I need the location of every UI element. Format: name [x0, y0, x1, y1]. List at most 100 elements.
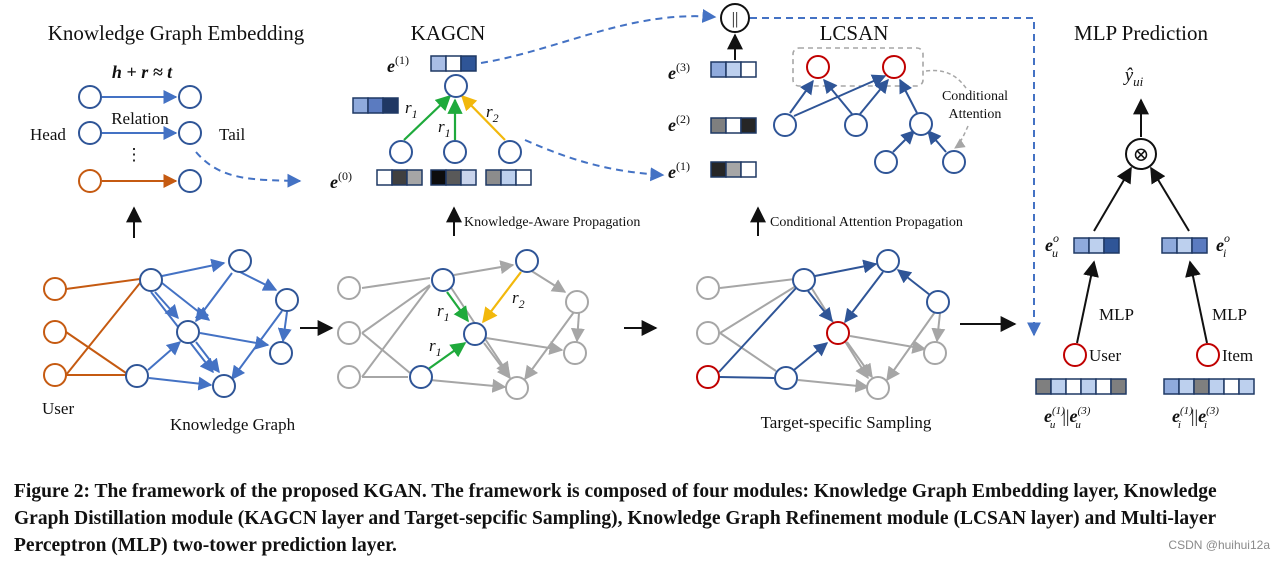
gray-edge: [719, 332, 777, 372]
lcsan-node: [773, 113, 797, 137]
kg-edge: [147, 341, 182, 371]
lcsan-vectors: e(3) e(2) e(1): [668, 60, 757, 182]
vector-cell: [740, 61, 757, 78]
r1-label: r1: [437, 301, 450, 324]
lcsan-edge: [793, 74, 887, 117]
kge-node: [78, 85, 102, 109]
r1-label: r1: [405, 98, 418, 121]
gray-edge: [719, 278, 796, 289]
concat-circle: [720, 3, 750, 33]
lcsan-node: [909, 112, 933, 136]
vector-cell: [1163, 378, 1180, 395]
kg-node: [409, 365, 433, 389]
kge-node: [178, 169, 202, 193]
kg-node: [275, 288, 299, 312]
kg-edge: [148, 376, 213, 391]
target-sampling-label: Target-specific Sampling: [761, 413, 932, 432]
kge-node: [178, 121, 202, 145]
kg-node: [463, 322, 487, 346]
lcsan-e3-label: e(3): [668, 60, 690, 83]
mlp-item-node: [1196, 343, 1220, 367]
user-label: User: [42, 399, 74, 418]
kg-edge: [277, 311, 292, 343]
user-node: [43, 277, 67, 301]
item-concat-label: e(1)i||e(3)i: [1172, 405, 1219, 431]
mlp-left-arrow: [1093, 166, 1132, 232]
lcsan-node: [942, 150, 966, 174]
vector-cell: [460, 55, 477, 72]
vector-cell: [430, 169, 447, 186]
watermark: CSDN @huihui12a: [1168, 538, 1270, 552]
vector-cell: [406, 169, 423, 186]
lcsan-target-node: [882, 55, 906, 79]
vector-cell: [430, 55, 447, 72]
yellow-edge: [482, 271, 522, 324]
kge-node: [178, 85, 202, 109]
kg-node: [926, 290, 950, 314]
vector-cell: [740, 161, 757, 178]
kagcn-child-node: [498, 140, 522, 164]
kg-edge: [161, 258, 226, 277]
gray-edge: [524, 311, 575, 381]
gray-node: [696, 321, 720, 345]
kagcn-e1-label: e(1): [387, 53, 409, 76]
vector-cell: [1095, 378, 1112, 395]
user-node: [43, 320, 67, 344]
vector-cell: [725, 61, 742, 78]
kge-tail-label: Tail: [219, 125, 245, 144]
attention-dashed-line: [925, 69, 967, 89]
dashed-flow-kge-to-kagcn: [195, 151, 302, 188]
sampling-edge: [896, 269, 931, 296]
kagcn-child-node: [443, 140, 467, 164]
gray-node: [505, 376, 529, 400]
gray-edge: [453, 260, 515, 276]
mlp-right-label: MLP: [1212, 305, 1247, 324]
figure-caption: Figure 2: The framework of the proposed …: [14, 481, 1217, 556]
vector-cell: [740, 117, 757, 134]
r2-label: r2: [512, 288, 525, 311]
sampling-edge: [807, 290, 833, 323]
lcsan-edge: [892, 130, 915, 153]
concat-symbol: ||: [732, 9, 739, 28]
title-kagcn: KAGCN: [411, 21, 486, 45]
gray-node: [923, 341, 947, 365]
gray-node: [565, 290, 589, 314]
kg-node: [176, 320, 200, 344]
sampling-edge: [718, 376, 775, 379]
mlp-item-label: Item: [1222, 346, 1253, 365]
vector-cell: [725, 161, 742, 178]
vector-cell: [1103, 237, 1120, 254]
vector-cell: [485, 169, 502, 186]
conditional-attention-prop-label: Conditional Attention Propagation: [770, 215, 963, 230]
r2-label: r2: [486, 102, 499, 125]
vector-cell: [710, 161, 727, 178]
kge-dots: ⋮: [126, 145, 143, 164]
kge-node: [78, 121, 102, 145]
vector-cell: [460, 169, 477, 186]
gray-edge: [931, 312, 946, 343]
kagcn-root-node: [444, 74, 468, 98]
vector-cell: [1065, 378, 1082, 395]
gray-edge: [361, 332, 411, 374]
sampling-graph: Target-specific Sampling: [696, 249, 950, 432]
kg-node: [139, 268, 163, 292]
gray-edge: [483, 342, 511, 380]
mlp-item-arrow: [1185, 260, 1208, 344]
green-edge: [403, 94, 452, 141]
kg-node: [269, 341, 293, 365]
framework-diagram: Knowledge Graph Embedding KAGCN LCSAN ML…: [30, 3, 1255, 434]
kg-edge: [231, 310, 283, 381]
title-kge: Knowledge Graph Embedding: [48, 21, 305, 45]
sampling-edge: [844, 271, 884, 324]
vector-cell: [1035, 378, 1052, 395]
otimes-symbol: ⊗: [1133, 144, 1150, 166]
kge-head-label: Head: [30, 125, 66, 144]
vector-cell: [1178, 378, 1195, 395]
user-node: [43, 363, 67, 387]
kge-node: [78, 169, 102, 193]
vector-cell: [515, 169, 532, 186]
kagcn-e1-vector: [430, 55, 477, 72]
target-item-node: [826, 321, 850, 345]
green-edge: [426, 342, 467, 371]
